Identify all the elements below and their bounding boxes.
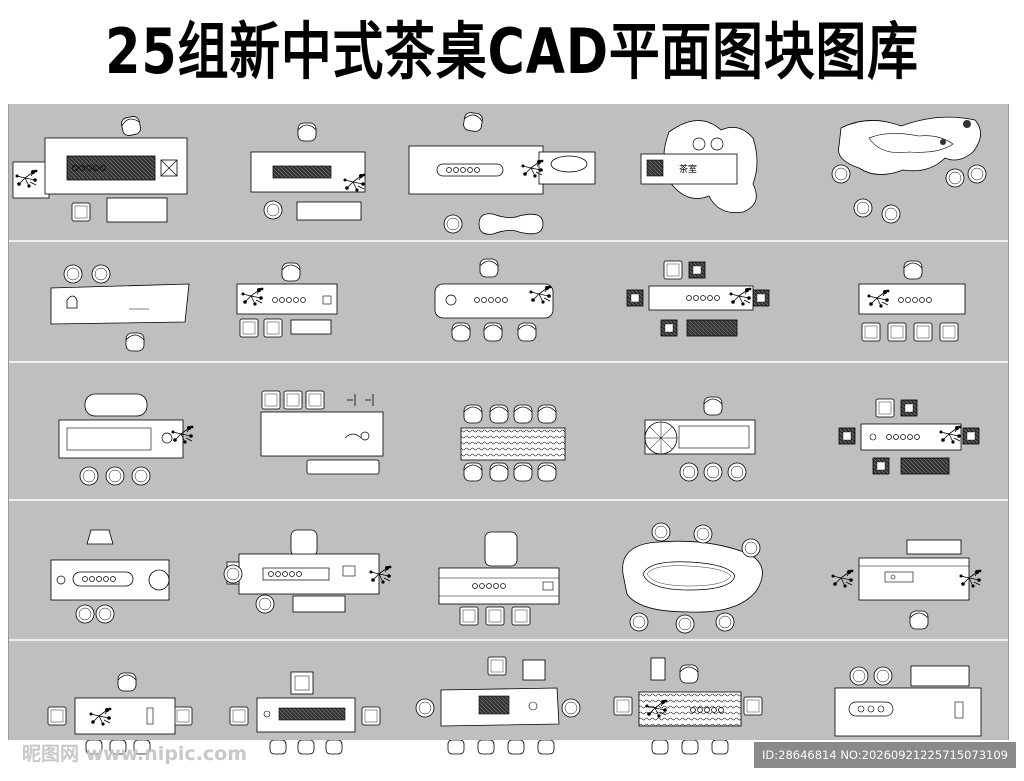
tea-table-block-20[interactable] xyxy=(831,539,982,630)
tea-table-block-21[interactable] xyxy=(47,672,193,740)
block-label: 茶室 xyxy=(679,163,697,175)
tea-table-block-17[interactable] xyxy=(223,529,392,614)
tea-table-block-15[interactable] xyxy=(838,398,980,475)
tea-table-block-11[interactable] xyxy=(58,393,194,486)
tea-table-block-4[interactable]: 茶室 xyxy=(640,120,758,214)
watermark-site: 昵图网 www.nipic.com xyxy=(22,743,248,765)
drawing-sheet: 茶室 xyxy=(8,104,1009,740)
tea-table-block-19[interactable] xyxy=(622,522,763,634)
tea-table-block-8[interactable] xyxy=(434,258,554,342)
tea-table-block-6[interactable] xyxy=(50,264,190,352)
tea-table-block-7[interactable] xyxy=(236,262,338,338)
page-title: 25组新中式茶桌CAD平面图块图库 xyxy=(105,15,919,88)
cad-blocks: 茶室 xyxy=(9,111,1008,740)
tea-table-block-22[interactable] xyxy=(229,671,381,733)
tea-table-block-3[interactable] xyxy=(408,111,596,235)
tea-table-block-25[interactable] xyxy=(834,665,982,737)
title-bar: 25组新中式茶桌CAD平面图块图库 xyxy=(0,0,1024,104)
tea-table-block-5[interactable] xyxy=(831,116,987,224)
tea-table-block-9[interactable] xyxy=(626,260,770,337)
tea-table-block-13[interactable] xyxy=(460,404,566,482)
tea-table-block-14[interactable] xyxy=(644,396,756,482)
tea-table-block-18[interactable] xyxy=(438,531,560,626)
tea-table-block-16[interactable] xyxy=(50,529,170,624)
tea-table-block-12[interactable] xyxy=(260,390,384,475)
watermark-id: ID:28646814 NO:20260921225715073109 xyxy=(754,742,1016,768)
tea-table-block-1[interactable] xyxy=(12,114,188,223)
bottom-chair-row xyxy=(85,740,729,755)
tea-table-block-2[interactable] xyxy=(250,122,366,221)
row-dividers xyxy=(9,240,1008,641)
tea-table-block-23[interactable] xyxy=(415,656,581,727)
tea-table-block-24[interactable] xyxy=(613,657,763,727)
tea-table-block-10[interactable] xyxy=(858,260,966,342)
